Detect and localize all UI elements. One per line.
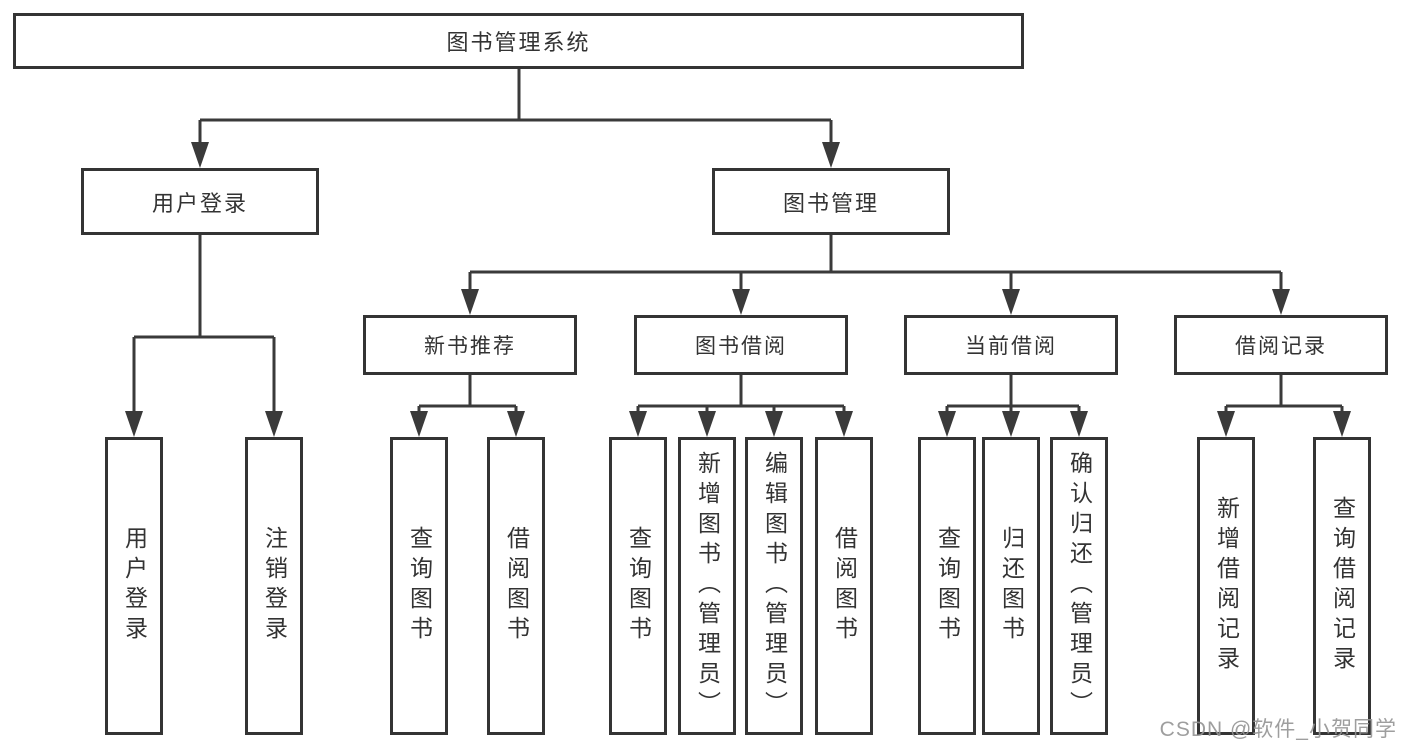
- leaf-user-login: 用户登录: [105, 437, 163, 735]
- node-book-management-branch-label: 图书管理: [782, 190, 879, 216]
- node-current-borrow-label: 当前借阅: [965, 335, 1057, 358]
- node-root-system: 图书管理系统: [13, 13, 1024, 69]
- leaf-query-books-current-label: 查询图书: [934, 526, 961, 646]
- leaf-borrow-books-recommend: 借阅图书: [487, 437, 545, 735]
- leaf-add-borrow-record: 新增借阅记录: [1197, 437, 1255, 735]
- leaf-query-borrow-record: 查询借阅记录: [1313, 437, 1371, 735]
- leaf-add-books-admin-label: 新增图书（管理员）: [694, 451, 721, 721]
- leaf-borrow-books-label: 借阅图书: [831, 526, 858, 646]
- leaf-borrow-books-recommend-label: 借阅图书: [503, 526, 530, 646]
- leaf-edit-books-admin: 编辑图书（管理员）: [745, 437, 803, 735]
- node-book-borrow: 图书借阅: [634, 315, 848, 375]
- node-borrow-records: 借阅记录: [1174, 315, 1388, 375]
- leaf-edit-books-admin-label: 编辑图书（管理员）: [761, 451, 788, 721]
- leaf-return-books-label: 归还图书: [998, 526, 1025, 646]
- node-new-book-recommend-label: 新书推荐: [424, 335, 516, 358]
- node-user-login-branch: 用户登录: [81, 168, 319, 235]
- node-borrow-records-label: 借阅记录: [1235, 335, 1327, 358]
- watermark-text: CSDN @软件_小贺同学: [1159, 718, 1397, 741]
- leaf-query-books-borrow-label: 查询图书: [625, 526, 652, 646]
- leaf-user-login-label: 用户登录: [121, 526, 148, 646]
- node-user-login-branch-label: 用户登录: [151, 190, 248, 216]
- leaf-query-books-recommend-label: 查询图书: [406, 526, 433, 646]
- leaf-query-books-recommend: 查询图书: [390, 437, 448, 735]
- node-book-management-branch: 图书管理: [712, 168, 950, 235]
- leaf-add-borrow-record-label: 新增借阅记录: [1213, 496, 1240, 676]
- leaf-query-books-current: 查询图书: [918, 437, 976, 735]
- leaf-return-books: 归还图书: [982, 437, 1040, 735]
- node-book-borrow-label: 图书借阅: [695, 335, 787, 358]
- node-root-label: 图书管理系统: [446, 30, 591, 55]
- node-new-book-recommend: 新书推荐: [363, 315, 577, 375]
- leaf-confirm-return-admin-label: 确认归还（管理员）: [1066, 451, 1093, 721]
- leaf-confirm-return-admin: 确认归还（管理员）: [1050, 437, 1108, 735]
- leaf-query-borrow-record-label: 查询借阅记录: [1329, 496, 1356, 676]
- node-current-borrow: 当前借阅: [904, 315, 1118, 375]
- leaf-borrow-books: 借阅图书: [815, 437, 873, 735]
- leaf-add-books-admin: 新增图书（管理员）: [678, 437, 736, 735]
- leaf-query-books-borrow: 查询图书: [609, 437, 667, 735]
- leaf-logout: 注销登录: [245, 437, 303, 735]
- leaf-logout-label: 注销登录: [261, 526, 288, 646]
